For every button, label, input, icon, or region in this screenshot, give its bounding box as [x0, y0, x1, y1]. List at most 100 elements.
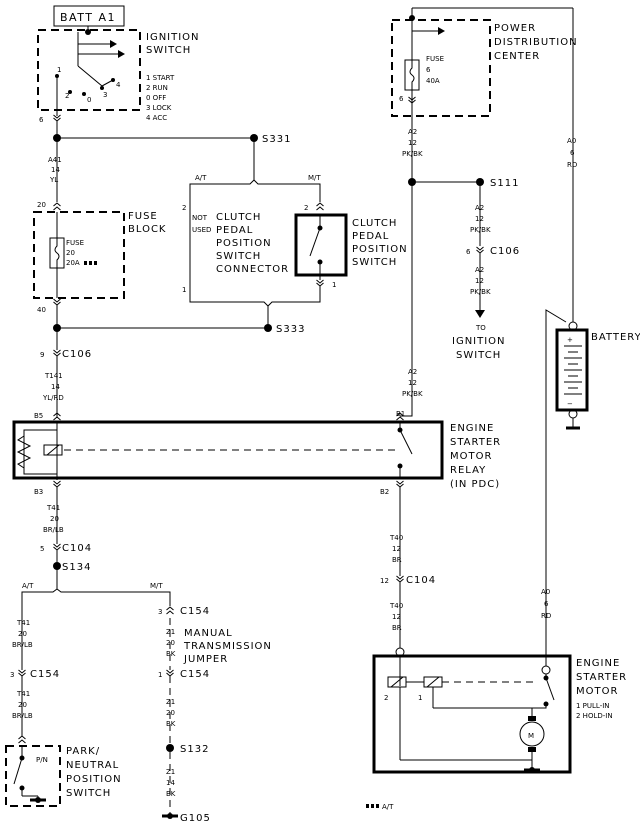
- wire-a0-motor-1: A0: [541, 588, 550, 596]
- footnote-text: A/T: [382, 803, 394, 811]
- to-ignition-1: TO: [475, 324, 486, 332]
- ignition-label-1: IGNITION: [146, 32, 200, 43]
- park-neutral-blade: [13, 757, 23, 785]
- batt-a1-box: [53, 5, 125, 27]
- ignition-legend-2: 2 RUN: [146, 84, 168, 92]
- splice-s134-label: S134: [62, 562, 91, 573]
- clutch-switch-blade: [309, 227, 321, 257]
- fuse-20-label-2: 20: [66, 249, 75, 257]
- fuse-block-label-1: FUSE: [128, 211, 158, 222]
- park-label-1: PARK/: [66, 746, 100, 757]
- wire-a2-branch-3: PK/BK: [470, 226, 491, 234]
- fuse-20-label-1: FUSE: [66, 239, 84, 247]
- wire-z1-a-3: BK: [166, 650, 176, 658]
- wire-a0-motor-3: RD: [541, 612, 551, 620]
- ignition-legend-3: 0 OFF: [146, 94, 166, 102]
- wire-t41-at-1: T41: [16, 619, 30, 627]
- clutch-top-bracket: [189, 179, 321, 190]
- clutch-mt-label: M/T: [308, 174, 321, 182]
- ignition-pos-0: 0: [87, 96, 91, 104]
- wire-z1-a-2: 20: [166, 639, 175, 647]
- motor-legend-1: 1 PULL-IN: [576, 702, 610, 710]
- engine-starter-motor-relay-box: [12, 420, 444, 480]
- pdc-label-3: CENTER: [494, 51, 540, 62]
- c106-a-pin: 6: [466, 248, 471, 256]
- clutch-switch-label-3: POSITION: [352, 244, 408, 255]
- wire-a41-3: YL: [49, 176, 58, 184]
- fuse-block-pin-bot: 40: [37, 306, 46, 314]
- park-label-4: SWITCH: [66, 788, 111, 799]
- ignition-switch-input-terminal: [85, 29, 91, 35]
- clutch-conn-label-2: PEDAL: [216, 225, 253, 236]
- pdc-fuse-label-2: 6: [426, 66, 431, 74]
- wire-a0-pdc-3: RD: [567, 161, 577, 169]
- wire-a2-pdc-3: PK/BK: [402, 150, 423, 158]
- wire-a2-pdc-1: A2: [408, 128, 417, 136]
- ignition-pos-1: 1: [57, 66, 61, 74]
- ignition-pin: 6: [39, 116, 44, 124]
- relay-contact-blade: [399, 429, 413, 455]
- wire-z1-b-2: 20: [166, 709, 175, 717]
- wire-a0-pdc-2: 6: [570, 149, 575, 157]
- wire-t40-a-3: BR: [392, 556, 402, 564]
- trademark-symbol-icon: [84, 261, 97, 265]
- pdc-fuse-label-3: 40A: [426, 77, 440, 85]
- clutch-conn-label-1: CLUTCH: [216, 212, 261, 223]
- c104-b-pin: 12: [380, 577, 389, 585]
- fuse-block-pin-top: 20: [37, 201, 46, 209]
- footnote-symbol-icon: [366, 804, 379, 808]
- wire-a41-2: 14: [51, 166, 60, 174]
- wire-a2-branch-2: 12: [475, 215, 484, 223]
- wire-a2-branch2-3: PK/BK: [470, 288, 491, 296]
- clutch-conn-label-4: SWITCH: [216, 251, 261, 262]
- wire-t141-2: 14: [51, 383, 60, 391]
- to-ignition-2: IGNITION: [452, 336, 506, 347]
- relay-b1: B1: [396, 410, 405, 418]
- branch-mt-label: M/T: [150, 582, 163, 590]
- clutch-switch-label-1: CLUTCH: [352, 218, 397, 229]
- wire-z1-c-2: 14: [166, 779, 175, 787]
- relay-label-1: ENGINE: [450, 423, 494, 434]
- c104-b-label: C104: [406, 575, 436, 586]
- starter-contact-blade: [545, 677, 555, 701]
- clutch-pin2: 2: [304, 204, 308, 212]
- park-neutral-switch-box: [5, 745, 61, 807]
- motor-label-3: MOTOR: [576, 686, 618, 697]
- relay-b2: B2: [380, 488, 389, 496]
- park-label-2: NEUTRAL: [66, 760, 119, 771]
- clutch-conn-label-3: POSITION: [216, 238, 272, 249]
- wire-a2-relay-3: PK/BK: [402, 390, 423, 398]
- wire-t141-3: YL/RD: [42, 394, 64, 402]
- splice-s132-label: S132: [180, 744, 209, 755]
- not-used-2: USED: [192, 226, 211, 234]
- c154-c-label: C154: [180, 669, 210, 680]
- splice-s111-label: S111: [490, 178, 519, 189]
- ignition-legend-1: 1 START: [146, 74, 175, 82]
- wire-t40-a-2: 12: [392, 545, 401, 553]
- relay-coil-icon: [43, 444, 63, 456]
- clutch-switch-label-4: SWITCH: [352, 257, 397, 268]
- c104-a-pin: 5: [40, 545, 44, 553]
- wire-z1-c-3: BK: [166, 790, 176, 798]
- park-label-3: POSITION: [66, 774, 122, 785]
- wire-t40-a-1: T40: [389, 534, 403, 542]
- c106-a-label: C106: [490, 246, 520, 257]
- wire-z1-b-1: Z1: [166, 698, 175, 706]
- wire-t41-relay-2: 20: [50, 515, 59, 523]
- motor-legend-2: 2 HOLD-IN: [576, 712, 613, 720]
- wire-a2-pdc-2: 12: [408, 139, 417, 147]
- c106-b-pin: 9: [40, 351, 44, 359]
- splice-s331-label: S331: [262, 134, 291, 145]
- wire-t41-at-3: BR/LB: [12, 641, 33, 649]
- wire-z1-a-1: Z1: [166, 628, 175, 636]
- at-mt-bracket: [21, 588, 171, 596]
- to-ignition-arrow-icon: [475, 310, 485, 318]
- wire-t41-at2-1: T41: [16, 690, 30, 698]
- clutch-bottom-bracket: [189, 298, 321, 307]
- pdc-box: [391, 19, 491, 117]
- ignition-legend-5: 4 ACC: [146, 114, 167, 122]
- wire-z1-c-1: Z1: [166, 768, 175, 776]
- motor-pin-2: 2: [384, 694, 388, 702]
- starter-terminal-right: [541, 665, 551, 675]
- ignition-label-2: SWITCH: [146, 45, 191, 56]
